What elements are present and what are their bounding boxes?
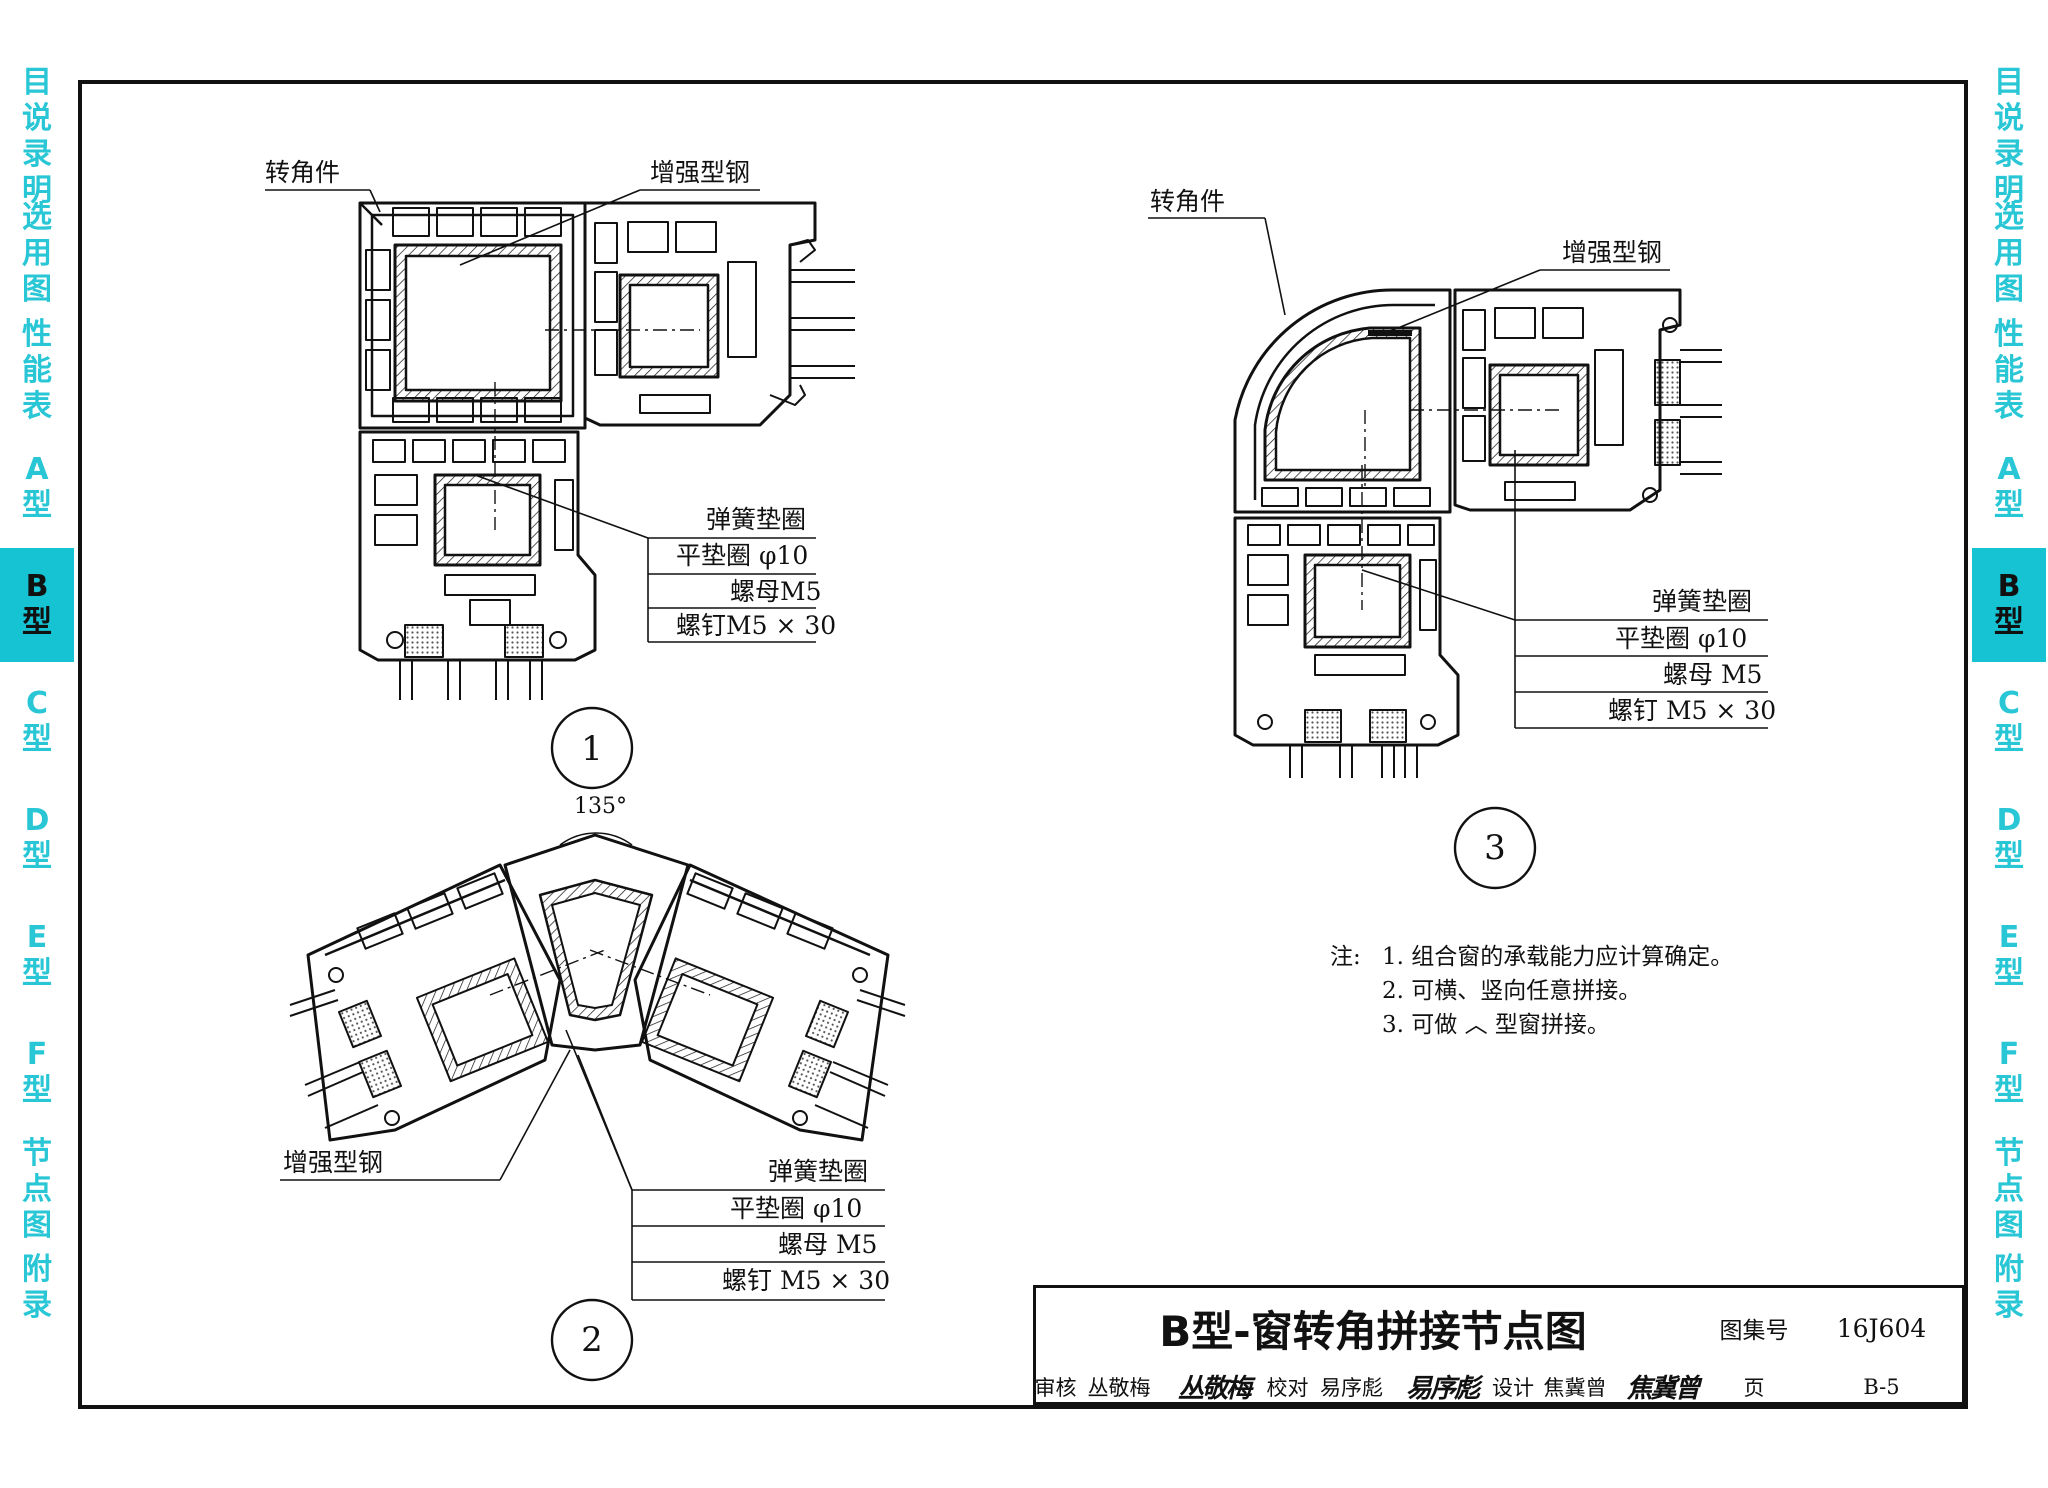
note-item: 3. 可做 ︿ 型窗拼接。 [1382, 1012, 1610, 1038]
detail-3-corner-label: 转角件 [1150, 187, 1226, 216]
tab-nodes[interactable]: 节点图 [0, 1133, 74, 1250]
tab-label: 目说录明 [22, 65, 52, 208]
note-item: 1. 组合窗的承载能力应计算确定。 [1382, 944, 1734, 970]
drawing-title: B型-窗转角拼接节点图 [1159, 1306, 1587, 1356]
detail-1-number: 1 [581, 729, 603, 769]
tab-type-e[interactable]: E型 [1972, 899, 2046, 1016]
tab-label: B型 [22, 569, 52, 640]
atlas-number: 16J604 [1836, 1313, 1927, 1343]
page-number: B-5 [1863, 1374, 1900, 1399]
tab-label: D型 [1994, 803, 2024, 874]
drawing-frame [78, 80, 1968, 1409]
detail-2-fastener-4: 螺钉 M5 × 30 [722, 1266, 891, 1295]
note-item: 2. 可横、竖向任意拼接。 [1382, 978, 1642, 1004]
tab-toc[interactable]: 目说录明 [0, 65, 74, 208]
tab-type-d[interactable]: D型 [1972, 782, 2046, 899]
tab-label: F型 [1994, 1037, 2024, 1108]
checker-name: 易序彪 [1320, 1375, 1383, 1400]
tab-label: C型 [22, 686, 52, 757]
detail-2-fastener-1: 弹簧垫圈 [768, 1157, 869, 1186]
designer-signature: 焦冀曾 [1626, 1374, 1700, 1404]
tab-label: D型 [22, 803, 52, 874]
detail-2-number: 2 [581, 1320, 603, 1360]
detail-1-steel-label: 增强型钢 [650, 158, 751, 187]
detail-1-marker [550, 706, 634, 790]
detail-3-steel-label: 增强型钢 [1562, 238, 1663, 267]
tab-performance[interactable]: 性能表 [1972, 314, 2046, 431]
tab-label: E型 [1994, 920, 2024, 991]
detail-2-drawing [280, 832, 906, 1382]
detail-3-fastener-1: 弹簧垫圈 [1652, 587, 1753, 616]
detail-3-fastener-3: 螺母 M5 [1663, 660, 1763, 689]
detail-2-fastener-2: 平垫圈 φ10 [730, 1194, 863, 1223]
tab-selection[interactable]: 选用图 [1972, 197, 2046, 314]
tab-type-a[interactable]: A型 [0, 431, 74, 548]
detail-1-fastener-1: 弹簧垫圈 [706, 505, 807, 534]
tab-label: 节点图 [22, 1136, 52, 1243]
design-label: 设计 [1492, 1375, 1534, 1400]
tab-appendix[interactable]: 附录 [0, 1250, 74, 1329]
tab-label: 性能表 [1994, 317, 2024, 424]
check-label: 校对 [1266, 1375, 1309, 1400]
side-tabs-left: 目说录明 选用图 性能表 A型 B型 C型 D型 E型 F型 节点图 附录 [0, 65, 74, 1329]
tab-type-c[interactable]: C型 [0, 665, 74, 782]
tab-type-d[interactable]: D型 [0, 782, 74, 899]
tab-performance[interactable]: 性能表 [0, 314, 74, 431]
tab-label: 节点图 [1994, 1136, 2024, 1243]
detail-3-fastener-2: 平垫圈 φ10 [1615, 624, 1748, 653]
title-block: B型-窗转角拼接节点图 图集号 16J604 审核 丛敬梅 丛敬梅 校对 易序彪… [1033, 1285, 1965, 1405]
tab-label: E型 [22, 920, 52, 991]
tab-type-f[interactable]: F型 [1972, 1016, 2046, 1133]
tab-label: 选用图 [22, 200, 52, 307]
detail-2-steel-label: 增强型钢 [283, 1148, 384, 1177]
review-label: 审核 [1034, 1375, 1077, 1400]
detail-3-number: 3 [1484, 828, 1506, 868]
tab-type-b[interactable]: B型 [1972, 548, 2046, 665]
detail-2-fastener-3: 螺母 M5 [778, 1230, 878, 1259]
detail-1-fastener-2: 平垫圈 φ10 [676, 541, 809, 570]
tab-label: A型 [22, 452, 52, 523]
atlas-label: 图集号 [1719, 1318, 1789, 1344]
tab-label: B型 [1994, 569, 2024, 640]
notes-heading: 注: [1330, 944, 1361, 970]
tab-label: A型 [1994, 452, 2024, 523]
notes: 注: 1. 组合窗的承载能力应计算确定。 2. 可横、竖向任意拼接。 3. 可做 … [1330, 940, 1733, 1042]
tab-type-f[interactable]: F型 [0, 1016, 74, 1133]
designer-name: 焦冀曾 [1543, 1375, 1607, 1400]
tab-label: 选用图 [1994, 200, 2024, 307]
reviewer-signature: 丛敬梅 [1177, 1374, 1252, 1404]
tab-appendix[interactable]: 附录 [1972, 1250, 2046, 1329]
tab-type-e[interactable]: E型 [0, 899, 74, 1016]
detail-1-drawing [265, 189, 855, 790]
tab-type-a[interactable]: A型 [1972, 431, 2046, 548]
side-tabs-right: 目说录明 选用图 性能表 A型 B型 C型 D型 E型 F型 节点图 附录 [1972, 65, 2046, 1329]
tab-label: 附录 [1994, 1252, 2024, 1323]
detail-3-fastener-4: 螺钉 M5 × 30 [1608, 696, 1777, 725]
tab-selection[interactable]: 选用图 [0, 197, 74, 314]
reviewer-name: 丛敬梅 [1087, 1375, 1151, 1400]
detail-2-marker [550, 1298, 634, 1382]
detail-3-drawing [1148, 217, 1768, 890]
tab-nodes[interactable]: 节点图 [1972, 1133, 2046, 1250]
tab-label: C型 [1994, 686, 2024, 757]
detail-3-marker [1453, 806, 1537, 890]
tab-type-b[interactable]: B型 [0, 548, 74, 665]
detail-1-corner-label: 转角件 [265, 158, 341, 187]
tab-label: F型 [22, 1037, 52, 1108]
tab-type-c[interactable]: C型 [1972, 665, 2046, 782]
detail-2-angle: 135° [574, 794, 627, 819]
tab-label: 性能表 [22, 317, 52, 424]
checker-signature: 易序彪 [1405, 1374, 1480, 1404]
page-label: 页 [1743, 1375, 1765, 1400]
tab-toc[interactable]: 目说录明 [1972, 65, 2046, 208]
detail-1-fastener-4: 螺钉M5 × 30 [676, 611, 837, 640]
tab-label: 目说录明 [1994, 65, 2024, 208]
tab-label: 附录 [22, 1252, 52, 1323]
detail-1-fastener-3: 螺母M5 [730, 577, 822, 606]
